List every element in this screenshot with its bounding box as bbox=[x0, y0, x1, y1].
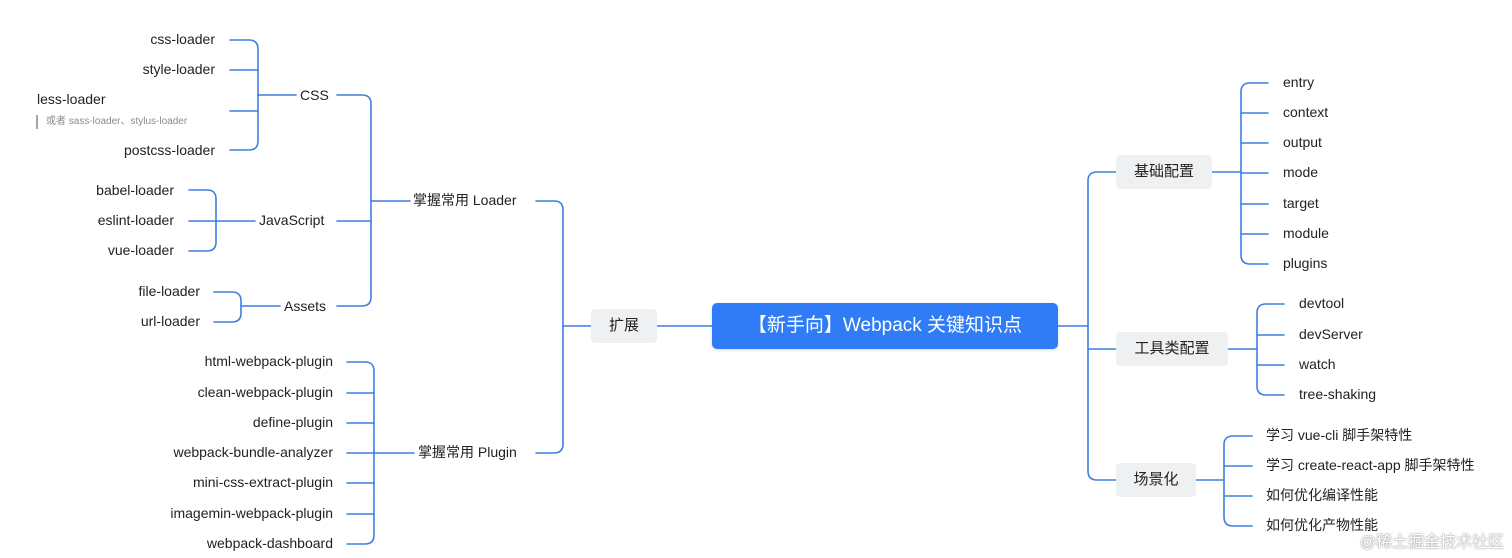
bracket-basic-edge-6 bbox=[1240, 171, 1269, 265]
node-assets[interactable]: Assets bbox=[284, 298, 327, 314]
leaf-module[interactable]: module bbox=[1283, 225, 1329, 241]
bracket-tools-edge-3 bbox=[1256, 348, 1285, 396]
leaf-define-plugin[interactable]: define-plugin bbox=[252, 414, 333, 430]
bracket-assets-edge-1 bbox=[213, 305, 242, 323]
bracket-tools-edge-0 bbox=[1256, 303, 1285, 350]
leaf-html-webpack-plugin[interactable]: html-webpack-plugin bbox=[204, 353, 333, 369]
node-extend[interactable]: 扩展 bbox=[591, 309, 657, 343]
leaf-context[interactable]: context bbox=[1283, 104, 1329, 120]
leaf-tree-shaking[interactable]: tree-shaking bbox=[1299, 386, 1377, 402]
bracket-plugin-edge-0 bbox=[346, 361, 375, 454]
node-css[interactable]: CSS bbox=[300, 87, 329, 103]
leaf-webpack-dashboard[interactable]: webpack-dashboard bbox=[206, 535, 333, 551]
bracket-loader-edge-2 bbox=[336, 200, 372, 307]
leaf-css-loader[interactable]: css-loader bbox=[150, 31, 215, 47]
leaf-watch[interactable]: watch bbox=[1299, 356, 1336, 372]
leaf-file-loader[interactable]: file-loader bbox=[138, 283, 200, 299]
bracket-scene-edge-0 bbox=[1223, 435, 1253, 481]
bracket-extend-edge-1 bbox=[535, 325, 564, 454]
leaf-eslint-loader[interactable]: eslint-loader bbox=[97, 212, 174, 228]
bracket-css-edge-3 bbox=[229, 94, 259, 151]
bracket-root-right-edge-0 bbox=[1087, 171, 1117, 327]
leaf-babel-loader[interactable]: babel-loader bbox=[96, 182, 174, 198]
bracket-basic-edge-0 bbox=[1240, 82, 1269, 173]
node-javascript[interactable]: JavaScript bbox=[259, 212, 325, 228]
less-loader-note: 或者 sass-loader、stylus-loader bbox=[36, 115, 187, 129]
leaf-mini-css-extract-plugin[interactable]: mini-css-extract-plugin bbox=[192, 474, 333, 490]
leaf-output-perf[interactable]: 如何优化产物性能 bbox=[1266, 517, 1378, 533]
node-scene[interactable]: 场景化 bbox=[1116, 463, 1196, 497]
node-basic-config[interactable]: 基础配置 bbox=[1116, 155, 1212, 189]
bracket-assets-edge-0 bbox=[213, 291, 242, 307]
leaf-vue-loader[interactable]: vue-loader bbox=[107, 242, 174, 258]
leaf-clean-webpack-plugin[interactable]: clean-webpack-plugin bbox=[197, 384, 333, 400]
leaf-vue-cli[interactable]: 学习 vue-cli 脚手架特性 bbox=[1266, 427, 1413, 443]
leaf-devserver[interactable]: devServer bbox=[1299, 326, 1363, 342]
root-node[interactable]: 【新手向】Webpack 关键知识点 bbox=[712, 303, 1058, 349]
bracket-loader-edge-0 bbox=[336, 94, 372, 202]
leaf-compile-perf[interactable]: 如何优化编译性能 bbox=[1266, 487, 1378, 503]
leaf-imagemin-webpack-plugin[interactable]: imagemin-webpack-plugin bbox=[170, 505, 333, 521]
bracket-scene-edge-3 bbox=[1223, 479, 1253, 527]
bracket-js-edge-0 bbox=[188, 189, 217, 222]
leaf-less-loader[interactable]: less-loader bbox=[37, 91, 106, 107]
bracket-extend-edge-0 bbox=[535, 200, 564, 327]
leaf-plugins[interactable]: plugins bbox=[1283, 255, 1328, 271]
leaf-style-loader[interactable]: style-loader bbox=[142, 61, 215, 77]
leaf-output[interactable]: output bbox=[1283, 134, 1322, 150]
leaf-webpack-bundle-analyzer[interactable]: webpack-bundle-analyzer bbox=[173, 444, 333, 460]
node-tools-config[interactable]: 工具类配置 bbox=[1116, 332, 1228, 366]
leaf-url-loader[interactable]: url-loader bbox=[140, 313, 200, 329]
leaf-target[interactable]: target bbox=[1283, 195, 1319, 211]
node-loader[interactable]: 掌握常用 Loader bbox=[413, 192, 517, 208]
bracket-root-right-edge-2 bbox=[1087, 325, 1117, 481]
bracket-css-edge-0 bbox=[229, 39, 259, 96]
leaf-entry[interactable]: entry bbox=[1283, 74, 1315, 90]
leaf-devtool[interactable]: devtool bbox=[1299, 295, 1345, 311]
watermark: @稀土掘金技术社区 bbox=[1359, 534, 1504, 551]
bracket-plugin-edge-6 bbox=[346, 452, 375, 545]
leaf-postcss-loader[interactable]: postcss-loader bbox=[123, 142, 215, 158]
bracket-js-edge-2 bbox=[188, 220, 217, 252]
node-plugin[interactable]: 掌握常用 Plugin bbox=[418, 444, 517, 460]
leaf-mode[interactable]: mode bbox=[1283, 164, 1319, 180]
leaf-create-react-app[interactable]: 学习 create-react-app 脚手架特性 bbox=[1266, 457, 1475, 473]
